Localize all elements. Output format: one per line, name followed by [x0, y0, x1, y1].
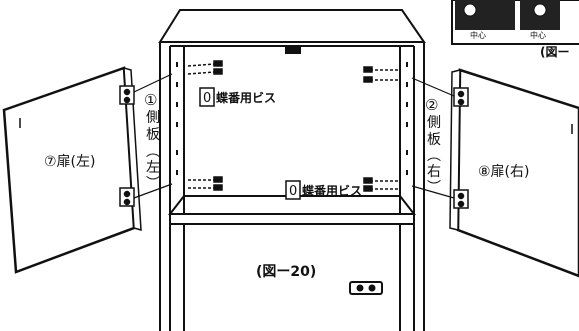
screws-top-right [363, 66, 398, 83]
hinge-screw-label-bottom: 0 蝶番用ビス [285, 180, 362, 200]
hinge-right-top [453, 87, 469, 107]
door-left-label: ⑦扉(左) [44, 154, 95, 170]
cabinet [158, 9, 426, 331]
cable-slot [349, 281, 383, 295]
hinge-screw-label-top: 0 蝶番用ビス [199, 87, 276, 107]
hinge-left-top [119, 85, 135, 105]
side-left-char-4: 左 [146, 160, 160, 176]
inset-figure: 中心 中心 (図ー [451, 0, 579, 59]
side-right-char-3: ︵ [427, 148, 441, 164]
door-right: ⑧扉(右) [411, 68, 579, 278]
side-right-char-5: ︶ [427, 180, 441, 196]
cabinet-top [158, 9, 426, 43]
side-panel-right-label: ② 側 板 ︵ 右 ︶ [425, 96, 441, 196]
inset-hinge-left [455, 0, 515, 30]
side-left-char-2: 板 [146, 127, 160, 143]
hinge-screw-top-box: 0 [203, 91, 211, 106]
door-right-label: ⑧扉(右) [478, 164, 529, 180]
side-right-char-2: 板 [427, 132, 441, 148]
side-right-char-1: 側 [427, 115, 441, 131]
figure-caption: (図ー20) [256, 264, 316, 280]
side-right-number: ② [425, 96, 438, 114]
screw-holes [176, 62, 408, 175]
inset-caption: (図ー [540, 45, 570, 59]
inset-center-mark-left: 中心 [470, 30, 486, 40]
screws-bottom-right [363, 177, 398, 192]
side-left-char-5: ︶ [146, 176, 160, 192]
top-bracket [285, 47, 301, 54]
shelf-front-edge [169, 213, 415, 225]
inset-center-mark-right: 中心 [530, 30, 546, 40]
door-left: ⑦扉(左) [2, 66, 173, 274]
hinge-left-bottom [119, 187, 135, 207]
hinge-right-bottom [453, 189, 469, 209]
hinge-screw-bottom-text: 蝶番用ビス [302, 183, 362, 198]
side-right-char-4: 右 [427, 164, 441, 180]
hinge-screw-top-text: 蝶番用ビス [216, 90, 276, 105]
side-left-number: ① [144, 91, 157, 109]
screws-top-left [187, 60, 223, 75]
screws-bottom-left [188, 176, 223, 191]
side-left-char-1: 側 [146, 110, 160, 126]
hinge-screw-bottom-box: 0 [289, 184, 297, 199]
side-panel-left-label: ① 側 板 ︵ 左 ︶ [144, 91, 160, 192]
side-left-char-3: ︵ [146, 144, 160, 160]
